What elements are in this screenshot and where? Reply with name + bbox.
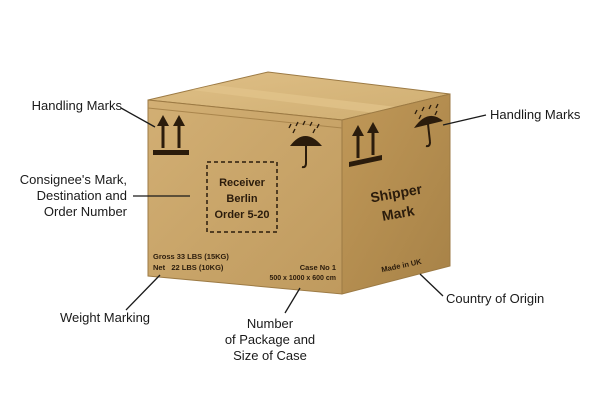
country-of-origin-label: Country of Origin: [446, 291, 571, 307]
callout-text: Destination and: [36, 188, 127, 203]
net-weight-text: Net 22 LBS (10KG): [153, 263, 224, 272]
box-side-face: [341, 93, 451, 295]
weight-marking-label: Weight Marking: [40, 310, 170, 326]
leader-weight: [125, 274, 161, 311]
box-front-flap-seam: [147, 107, 343, 129]
leader-lines: [120, 107, 487, 314]
callout-text: Order Number: [43, 204, 127, 219]
case-size-text: 500 x 1000 x 600 cm: [269, 275, 336, 282]
leader-package: [284, 287, 301, 314]
receiver-line-1: Receiver: [219, 177, 266, 189]
side-this-way-up-arrows-icon: [349, 122, 382, 167]
callout-text: Weight Marking: [59, 310, 151, 325]
leader-handling-left: [120, 107, 156, 128]
package-number-label: Number of Package and Size of Case: [215, 316, 325, 364]
handling-marks-left-label: Handling Marks: [10, 98, 122, 114]
callout-text: Handling Marks: [31, 98, 122, 113]
receiver-line-2: Berlin: [226, 193, 257, 205]
callout-text: of Package and: [224, 332, 316, 347]
leader-origin: [419, 273, 444, 297]
callout-text: Consignee's Mark,: [19, 172, 127, 187]
callout-text: Number: [246, 316, 294, 331]
callout-text: Size of Case: [233, 348, 307, 363]
this-way-up-arrows-icon: [153, 115, 189, 155]
box-tape-strip: [192, 85, 396, 113]
case-number-text: Case No 1: [300, 263, 336, 272]
consignee-mark-label: Consignee's Mark, Destination and Order …: [2, 172, 127, 220]
receiver-line-3: Order 5-20: [214, 209, 269, 221]
shipper-mark-line-2: Mark: [381, 202, 416, 223]
gross-weight-text: Gross 33 LBS (15KG): [153, 252, 229, 261]
callout-text: Handling Marks: [490, 107, 581, 122]
consignee-mark-frame: [206, 161, 278, 233]
keep-dry-umbrella-icon: [288, 120, 322, 169]
handling-marks-right-label: Handling Marks: [490, 107, 596, 123]
callout-text: Country of Origin: [446, 291, 545, 306]
side-keep-dry-umbrella-icon: [414, 103, 443, 148]
leader-handling-right: [442, 114, 487, 126]
